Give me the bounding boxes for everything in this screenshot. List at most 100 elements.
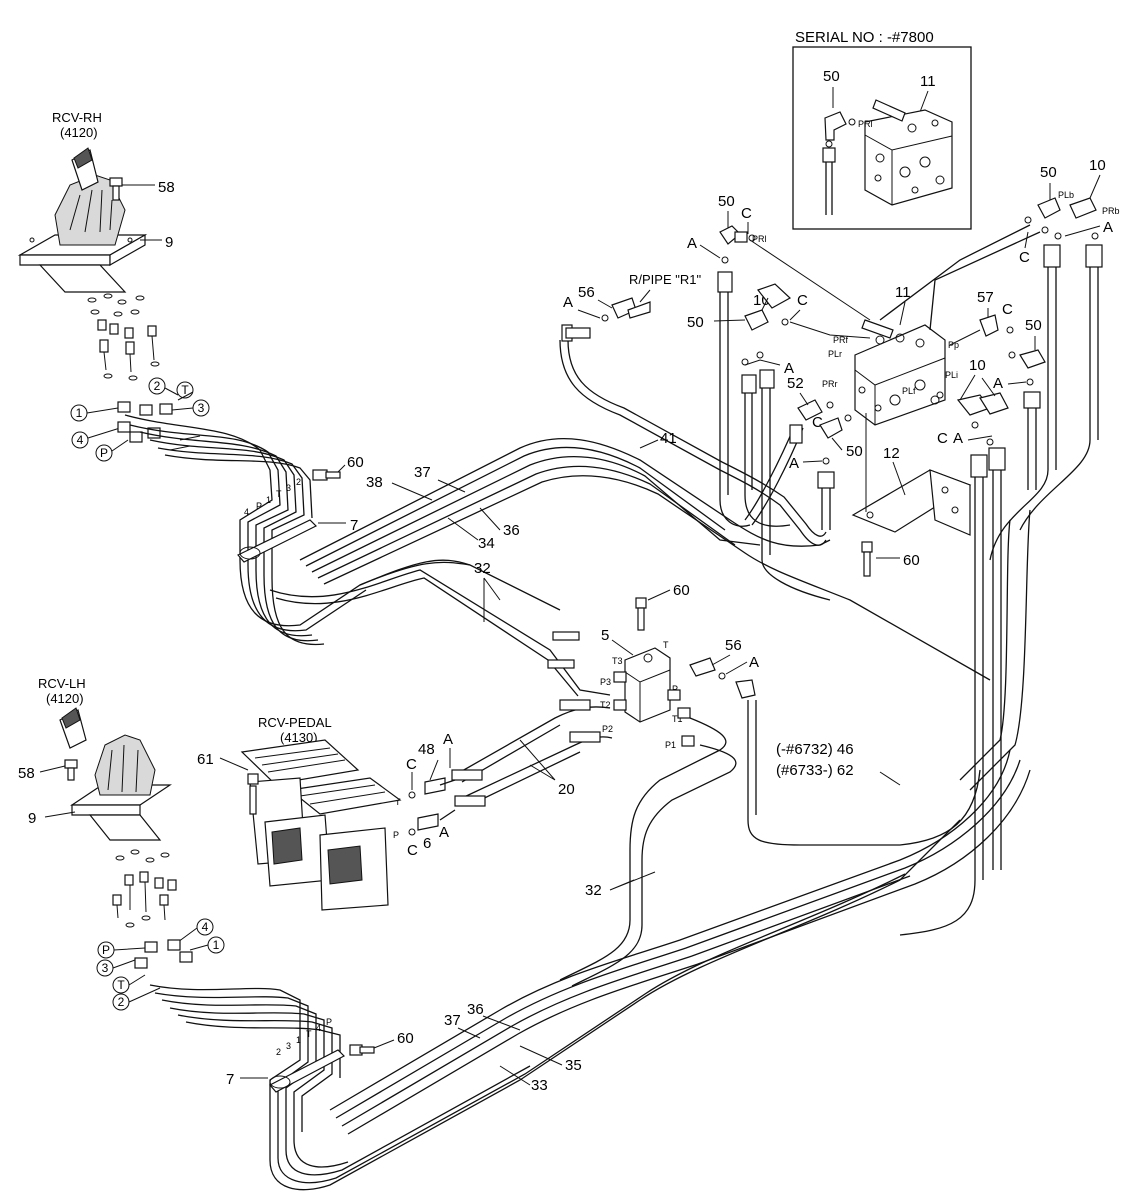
rcv-rh-name: RCV-RH bbox=[52, 110, 102, 125]
callout-50-lower: 50 bbox=[846, 443, 863, 460]
port-p: P bbox=[672, 684, 678, 694]
pedal-port-p: P bbox=[393, 830, 399, 840]
callout-56-top: 56 bbox=[578, 284, 595, 301]
svg-text:C: C bbox=[406, 756, 417, 773]
svg-text:T: T bbox=[276, 489, 282, 499]
svg-text:C: C bbox=[1002, 301, 1013, 318]
block-5: 60 5 T3 T P3 P T2 T1 P2 P1 56 A bbox=[600, 582, 981, 846]
svg-text:T: T bbox=[117, 978, 125, 992]
rcv-rh-assembly: RCV-RH (4120) 58 9 bbox=[17, 110, 210, 462]
port-pli: PLi bbox=[945, 370, 958, 380]
svg-text:4: 4 bbox=[77, 433, 84, 447]
inset-callout-50: 50 bbox=[823, 68, 840, 85]
callout-60-lh: 60 bbox=[397, 1030, 414, 1047]
callout-50-right: 50 bbox=[1025, 317, 1042, 334]
right-vertical-hoses bbox=[899, 447, 1031, 936]
svg-text:C: C bbox=[741, 205, 752, 222]
svg-text:C: C bbox=[797, 292, 808, 309]
svg-text:4: 4 bbox=[202, 920, 209, 934]
callout-34: 34 bbox=[478, 535, 495, 552]
callout-32-upper: 32 bbox=[474, 560, 491, 577]
svg-text:3: 3 bbox=[102, 961, 109, 975]
svg-text:A: A bbox=[563, 294, 573, 311]
svg-text:P: P bbox=[256, 501, 262, 511]
callout-11: 11 bbox=[895, 284, 911, 301]
svg-text:3: 3 bbox=[286, 483, 291, 493]
svg-text:1: 1 bbox=[266, 495, 271, 505]
callout-61: 61 bbox=[197, 751, 214, 768]
pedal-port-t: T bbox=[395, 797, 401, 807]
svg-text:2: 2 bbox=[276, 1047, 281, 1057]
rcv-lh-name: RCV-LH bbox=[38, 676, 86, 691]
svg-text:A: A bbox=[1103, 219, 1113, 236]
svg-text:4: 4 bbox=[244, 507, 249, 517]
port-t: T bbox=[663, 640, 669, 650]
callout-10-topright: 10 bbox=[1089, 157, 1106, 174]
svg-text:4: 4 bbox=[316, 1023, 321, 1033]
serial-note: (-#6732) 46 (#6733-) 62 bbox=[776, 741, 901, 786]
svg-text:C: C bbox=[1019, 249, 1030, 266]
inset-title: SERIAL NO : -#7800 bbox=[795, 29, 934, 46]
upper-hose-run: 41 38 37 34 36 32 bbox=[269, 324, 991, 697]
serial-note-line2: (#6733-) 62 bbox=[776, 762, 854, 779]
rcv-lh-code: (4120) bbox=[46, 691, 84, 706]
callout-36-upper: 36 bbox=[503, 522, 520, 539]
rh-orings bbox=[87, 293, 160, 381]
callout-38: 38 bbox=[366, 474, 383, 491]
port-p2: P2 bbox=[602, 724, 613, 734]
callout-5: 5 bbox=[601, 627, 609, 644]
callout-50-mid: 50 bbox=[687, 314, 704, 331]
svg-text:2: 2 bbox=[118, 995, 125, 1009]
rcv-pedal-assembly: RCV-PEDAL (4130) 61 bbox=[197, 715, 402, 911]
svg-text:A: A bbox=[784, 360, 794, 377]
serial-inset: SERIAL NO : -#7800 50 11 PRl bbox=[792, 29, 972, 230]
port-prf: PRf bbox=[833, 335, 849, 345]
port-p1: P1 bbox=[665, 740, 676, 750]
port-t3: T3 bbox=[612, 656, 623, 666]
port-pp: Pp bbox=[948, 340, 959, 350]
callout-37-upper: 37 bbox=[414, 464, 431, 481]
svg-text:A: A bbox=[789, 455, 799, 472]
serial-note-line1: (-#6732) 46 bbox=[776, 741, 854, 758]
svg-text:2: 2 bbox=[154, 379, 161, 393]
port-prb: PRb bbox=[1102, 206, 1120, 216]
callout-9-rh: 9 bbox=[165, 234, 173, 251]
svg-text:P: P bbox=[100, 446, 108, 460]
callout-60-bracket: 60 bbox=[903, 552, 920, 569]
lh-hose-bundle: 32 7 2 3 1 T 4 P 60 37 36 35 33 bbox=[149, 717, 1031, 1191]
callout-20: 20 bbox=[558, 781, 575, 798]
callout-36-lower: 36 bbox=[467, 1001, 484, 1018]
svg-text:A: A bbox=[439, 824, 449, 841]
lh-port-circles: 4 1 P 3 T 2 bbox=[96, 918, 225, 1011]
callout-50-topright: 50 bbox=[1040, 164, 1057, 181]
callout-57: 57 bbox=[977, 289, 994, 306]
callout-58-lh: 58 bbox=[18, 765, 35, 782]
callout-33: 33 bbox=[531, 1077, 548, 1094]
svg-text:A: A bbox=[953, 430, 963, 447]
lh-orings bbox=[112, 849, 177, 928]
svg-text:T: T bbox=[306, 1029, 312, 1039]
callout-6: 6 bbox=[423, 835, 431, 852]
svg-text:3: 3 bbox=[198, 401, 205, 415]
callout-12: 12 bbox=[883, 445, 900, 462]
callout-9-lh: 9 bbox=[28, 810, 36, 827]
hose-20: 20 48 A C T P C 6 A bbox=[393, 699, 613, 859]
callout-48: 48 bbox=[418, 741, 435, 758]
svg-text:1: 1 bbox=[76, 406, 83, 420]
rcv-rh-code: (4120) bbox=[60, 125, 98, 140]
svg-text:1: 1 bbox=[296, 1035, 301, 1045]
callout-32-lower: 32 bbox=[585, 882, 602, 899]
right-fittings: 50 C PRl A 56 R/PIPE "R1" A 10 50 C A bbox=[563, 157, 1120, 601]
port-p3: P3 bbox=[600, 677, 611, 687]
svg-text:1: 1 bbox=[213, 938, 220, 952]
svg-text:C: C bbox=[937, 430, 948, 447]
svg-text:A: A bbox=[993, 375, 1003, 392]
callout-41: 41 bbox=[660, 430, 677, 447]
rh-hose-bundle: 7 4 P 1 T 3 2 60 bbox=[124, 414, 561, 646]
svg-text:2: 2 bbox=[296, 477, 301, 487]
rpipe-label: R/PIPE "R1" bbox=[629, 272, 701, 287]
callout-60-block5: 60 bbox=[673, 582, 690, 599]
svg-text:A: A bbox=[687, 235, 697, 252]
inset-port-prl: PRl bbox=[858, 119, 873, 129]
